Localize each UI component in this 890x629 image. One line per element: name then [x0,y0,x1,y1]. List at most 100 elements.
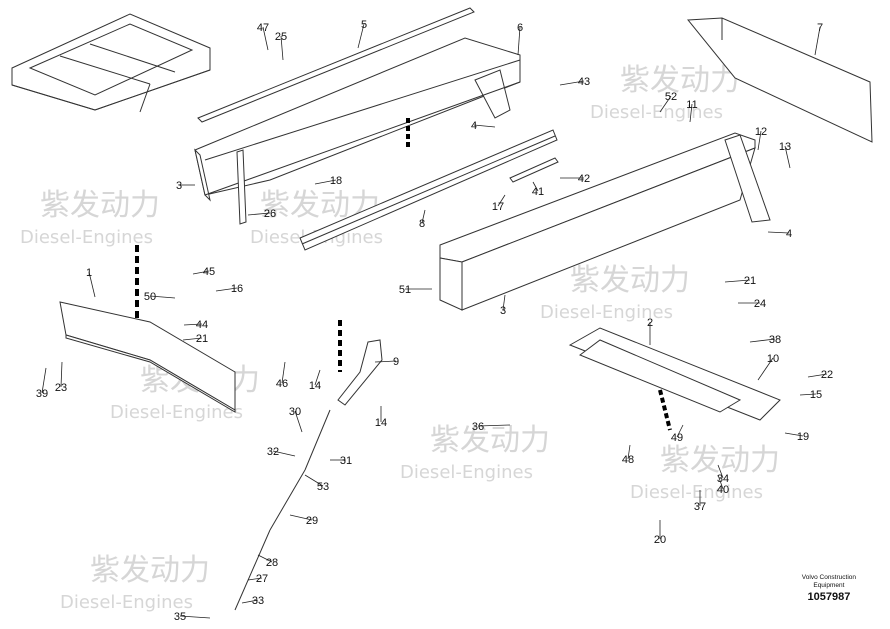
leader-line [314,179,337,185]
callout-label: 51 [399,284,411,296]
leader-line [41,367,47,394]
leader-line [757,130,762,151]
callout-label: 31 [340,455,352,467]
leader-line [477,424,511,427]
callout-label: 19 [797,431,809,443]
leader-line [749,338,776,343]
part-1-plate [59,301,236,413]
leader-line [192,270,210,275]
watermark-layer: 紫发动力 Diesel-Engines 紫发动力 Diesel-Engines … [20,63,780,613]
watermark-en: Diesel-Engines [400,462,533,483]
leader-line [659,95,672,113]
part-26-bracket [236,149,247,225]
leader-line [88,271,96,298]
callout-label: 41 [532,186,544,198]
callout-label: 40 [717,484,729,496]
callout-label: 15 [810,389,822,401]
callout-label: 48 [622,454,634,466]
callout-label: 52 [665,91,677,103]
watermark-en: Diesel-Engines [110,402,243,423]
leader-line [517,26,521,56]
leader-line [257,554,273,563]
part-9-arm [337,339,383,406]
leader-line [717,464,724,479]
leader-line [314,369,321,386]
callout-label: 4 [786,228,792,240]
callout-label: 35 [174,611,186,623]
callout-labels: 4725564345211712133181741422684145165044… [36,19,833,623]
callout-label: 39 [36,388,48,400]
leader-line [717,474,724,490]
leader-line [799,393,817,396]
leader-line [421,209,426,224]
part-5-strip [197,7,475,123]
drawing-number: 1057987 [807,591,851,603]
leader-line [497,194,506,207]
watermark-en: Diesel-Engines [540,302,673,323]
callout-label: 38 [769,334,781,346]
callout-label: 18 [330,175,342,187]
part-41-plate [509,157,559,183]
callout-label: 10 [767,353,779,365]
part-7-panel [686,17,873,143]
watermark-cn: 紫发动力 [660,443,780,478]
leader-lines [41,23,828,619]
leader-line [473,124,496,128]
leader-line [814,26,821,56]
callout-label: 42 [578,173,590,185]
leader-line [179,615,211,619]
leader-line [60,361,63,388]
leader-line [676,424,684,438]
callout-label: 3 [176,180,182,192]
leader-line [724,279,751,283]
callout-label: 45 [203,266,215,278]
leader-line [262,26,269,51]
callout-label: 26 [264,208,276,220]
leader-line [807,373,828,378]
leader-line [247,212,271,216]
brand-text: Volvo Construction Equipment [801,574,856,589]
leader-line [374,360,397,363]
leader-line [247,577,263,581]
callout-label: 44 [196,319,208,331]
leader-line [502,294,506,311]
leader-line [272,450,296,457]
callout-label: 53 [317,481,329,493]
leader-line [281,361,286,384]
title-block: Volvo Construction Equipment 1057987 [802,574,856,603]
leader-line [357,23,365,49]
part-3-lower-rail [439,132,771,311]
watermark-cn: 紫发动力 [90,553,210,588]
callout-label: 17 [492,201,504,213]
callout-label: 46 [276,378,288,390]
overview-frame [11,13,211,113]
watermark-cn: 紫发动力 [430,423,550,458]
callout-label: 27 [256,573,268,585]
leader-line [757,357,774,381]
callout-label: 49 [671,432,683,444]
callout-label: 23 [55,382,67,394]
leader-line [182,337,203,341]
callout-label: 14 [309,380,321,392]
part-29-strut [234,409,331,611]
callout-label: 34 [717,473,729,485]
watermark-cn: 紫发动力 [40,188,160,223]
watermark-en: Diesel-Engines [60,592,193,613]
part-8-rail [299,129,558,251]
callout-label: 37 [694,501,706,513]
callout-label: 21 [744,275,756,287]
leader-line [294,410,303,433]
watermark-cn: 紫发动力 [570,263,690,298]
callout-label: 36 [472,421,484,433]
connector-bands [135,118,672,431]
callout-label: 9 [393,356,399,368]
part-2-frame [568,327,781,421]
callout-label: 16 [231,283,243,295]
leader-line [280,35,284,61]
leader-line [784,145,791,169]
leader-line [149,295,176,299]
part-3-upper-rail [194,37,521,202]
watermark-en: Diesel-Engines [630,482,763,503]
watermark-en: Diesel-Engines [590,102,723,123]
